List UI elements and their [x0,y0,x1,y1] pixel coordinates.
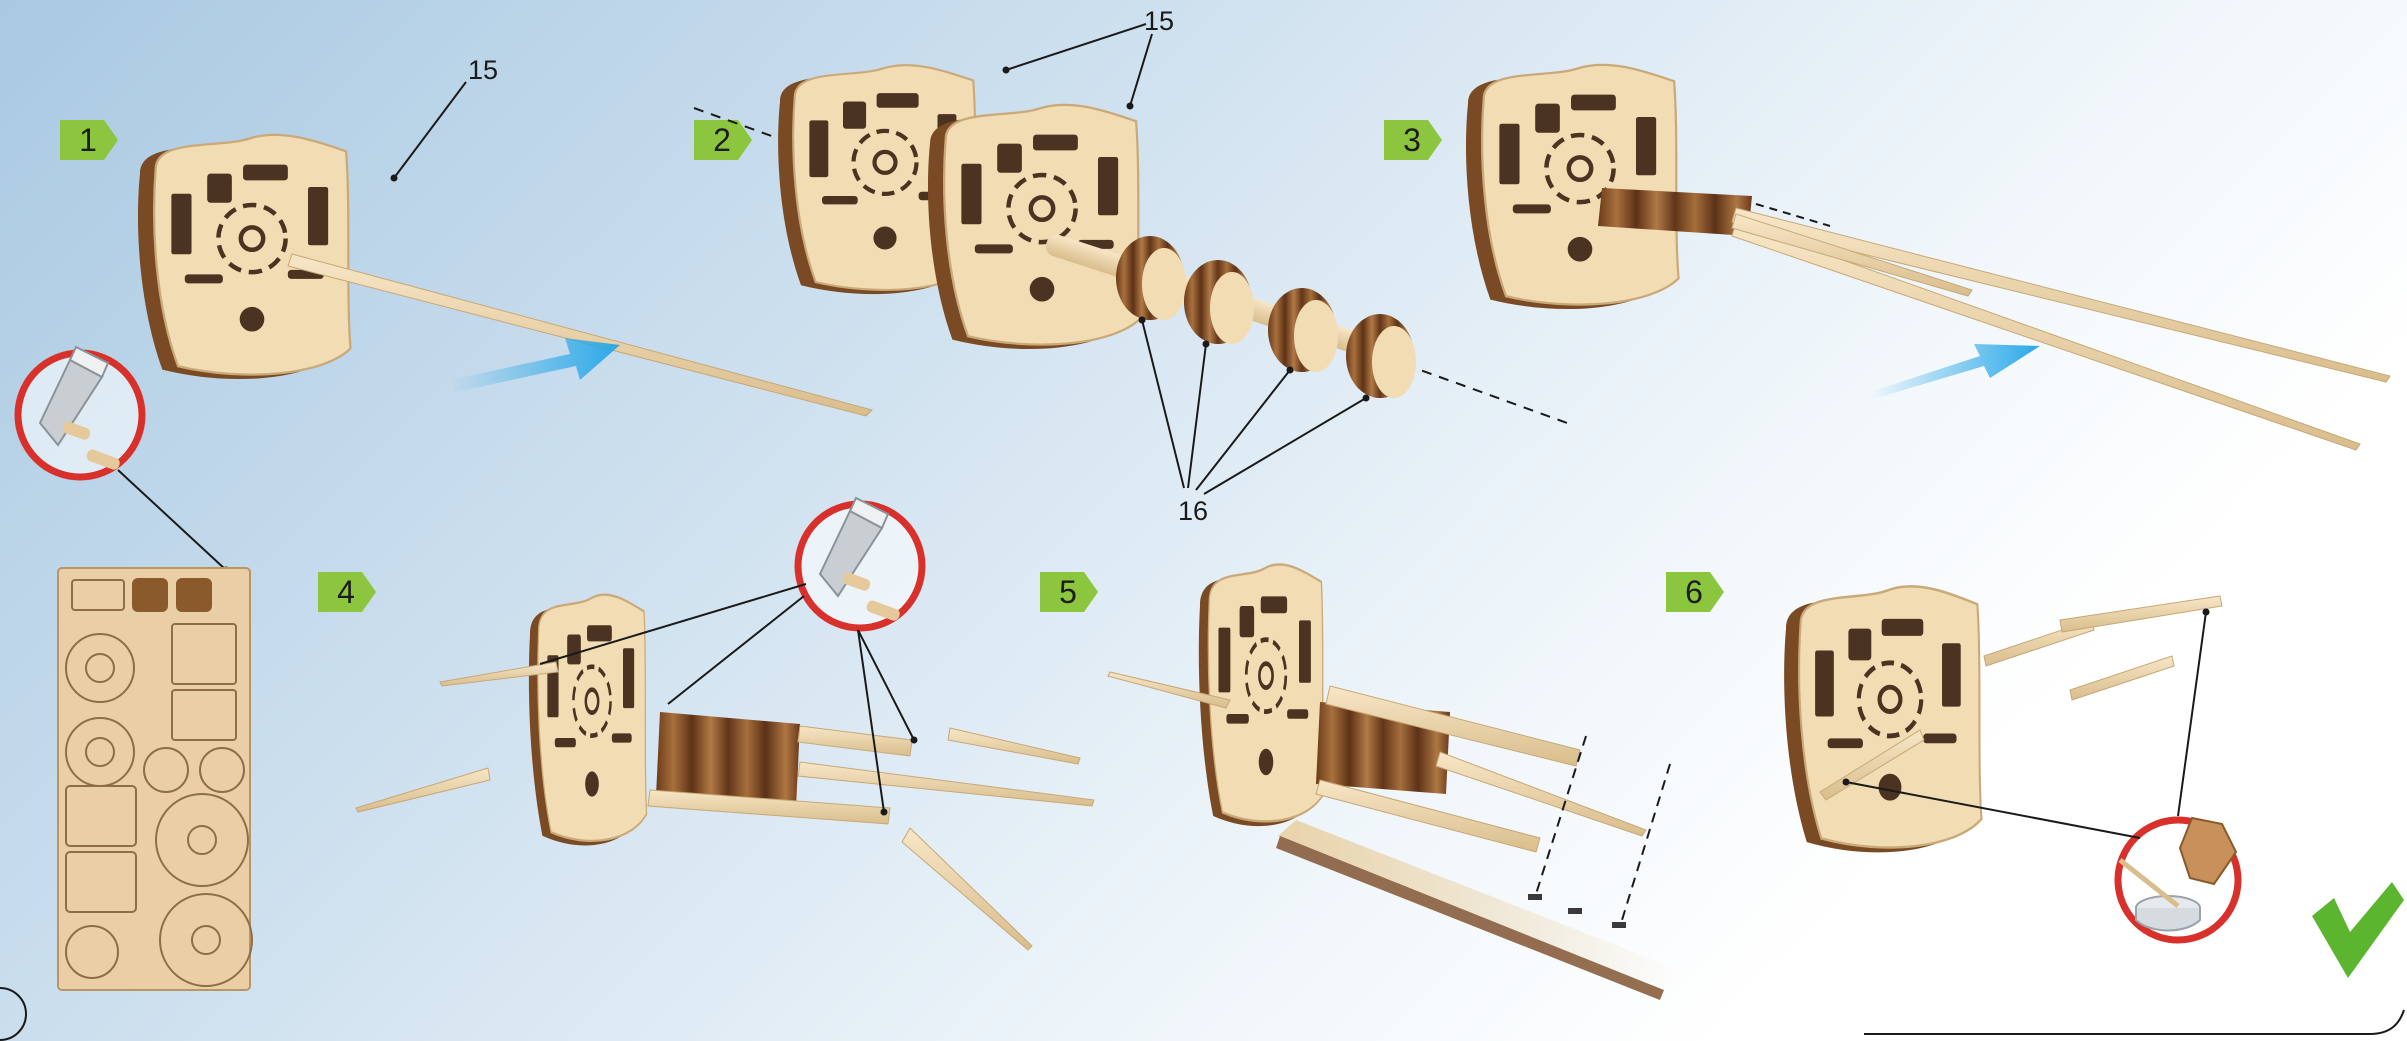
step-6-number: 6 [1685,574,1703,610]
step-5-badge-shape [1040,572,1098,612]
insert-arrow-icon [1870,344,2040,400]
step-2-badge: 2 [694,117,756,163]
cutter-blade-icon [798,498,922,628]
spacer-rings [1116,236,1416,398]
part-15-callout-step2: 15 [1144,6,1175,36]
step-1-illustration [138,81,873,417]
page-corner-circle [0,987,27,1041]
step-4-badge: 4 [318,569,380,615]
step-2-number: 2 [713,122,731,158]
step-4-number: 4 [337,574,355,610]
step-6-badge: 6 [1666,569,1728,615]
step-1-badge-shape [60,120,118,160]
part-16-callout: 16 [1178,496,1209,526]
part-15-callout-step1: 15 [468,55,499,85]
step-6-badge-shape [1666,572,1724,612]
step-5-illustration [1107,564,1680,1000]
step-5-badge: 5 [1040,569,1102,615]
step-3-badge: 3 [1384,117,1446,163]
step-badges [60,120,1724,612]
step-3-badge-shape [1384,120,1442,160]
step-6-illustration [1784,586,2242,944]
step-2-illustration [693,23,1571,495]
step-3-number: 3 [1403,122,1421,158]
step-1-badge: 1 [60,117,122,163]
parts-sheet [57,567,253,991]
glue-jar-icon [2114,816,2242,944]
step-5-number: 5 [1059,574,1077,610]
insert-arrow-icon [450,338,620,392]
step-3-illustration [1466,65,2391,451]
page-frame-line [1864,1009,2405,1035]
step-4-illustration [355,498,1095,951]
step-2-badge-shape [694,120,752,160]
cutter-blade-icon [18,347,142,477]
step-1-number: 1 [79,122,97,158]
checkmark-icon [2312,882,2404,978]
step-4-badge-shape [318,572,376,612]
